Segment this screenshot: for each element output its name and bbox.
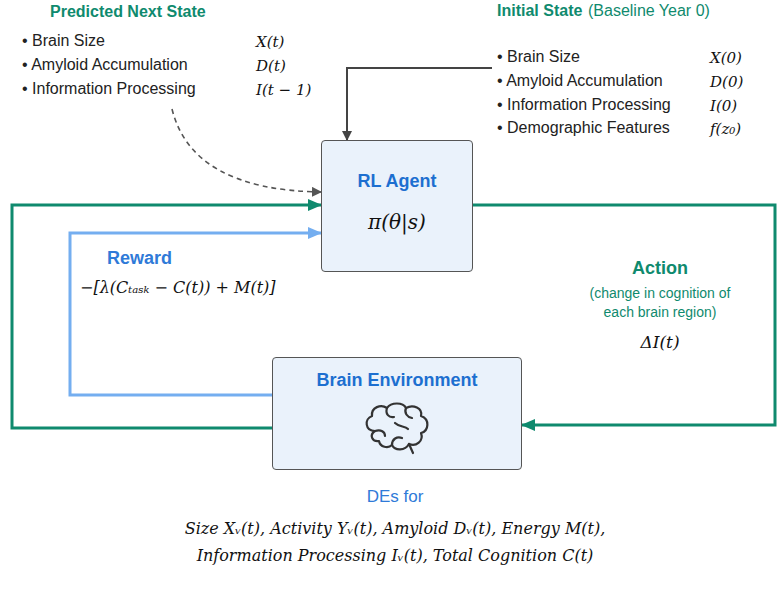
item-text: • Amyloid Accumulation — [497, 72, 663, 90]
state-group: Predicted Next State • Brain Size X(t) • Am… — [22, 0, 313, 106]
section-label: DEs for — [367, 487, 424, 507]
process-box: RL Agent π(θ|s) — [321, 140, 473, 272]
connector-arrow — [347, 68, 492, 140]
math-symbol: X(0) — [710, 49, 742, 67]
heading: RL Agent — [358, 171, 437, 192]
connector-arrow — [172, 109, 321, 192]
heading: Initial State — [497, 2, 582, 20]
action-note: (change in cognition of each brain regio… — [585, 284, 735, 322]
math-symbol: D(t) — [256, 57, 286, 75]
math-symbol: X(t) — [256, 33, 284, 51]
math-symbol: I(t − 1) — [256, 81, 311, 99]
action-symbol: ΔI(t) — [640, 332, 679, 352]
math-symbol: π(θ|s) — [368, 210, 426, 234]
math-symbol: I(0) — [710, 97, 737, 115]
math-symbol: D(0) — [710, 73, 743, 91]
reward-formula: −[λ(Cₜₐₛₖ − C(t)) + M(t)] — [80, 278, 276, 297]
edge-label: Reward — [107, 248, 172, 269]
brain-icon — [361, 401, 433, 457]
edge-label: Action — [632, 258, 688, 279]
equation-line: Size Xᵥ(t), Activity Yᵥ(t), Amyloid Dᵥ(t… — [185, 519, 606, 538]
item-text: • Brain Size — [497, 48, 580, 66]
item-text: (Baseline Year 0) — [588, 2, 710, 20]
item-text: • Brain Size — [22, 32, 105, 50]
process-box: Brain Environment — [272, 357, 522, 470]
heading: Brain Environment — [316, 370, 477, 391]
heading: Predicted Next State — [50, 3, 206, 21]
item-text: • Information Processing — [497, 96, 671, 114]
state-group: Initial State (Baseline Year 0) • Brain Si… — [492, 0, 778, 145]
item-text: • Information Processing — [22, 80, 196, 98]
equation-line: Information Processing Iᵥ(t), Total Cogn… — [197, 546, 594, 565]
item-text: • Amyloid Accumulation — [22, 56, 188, 74]
math-symbol: f(z₀) — [710, 120, 741, 138]
item-text: • Demographic Features — [497, 119, 670, 137]
